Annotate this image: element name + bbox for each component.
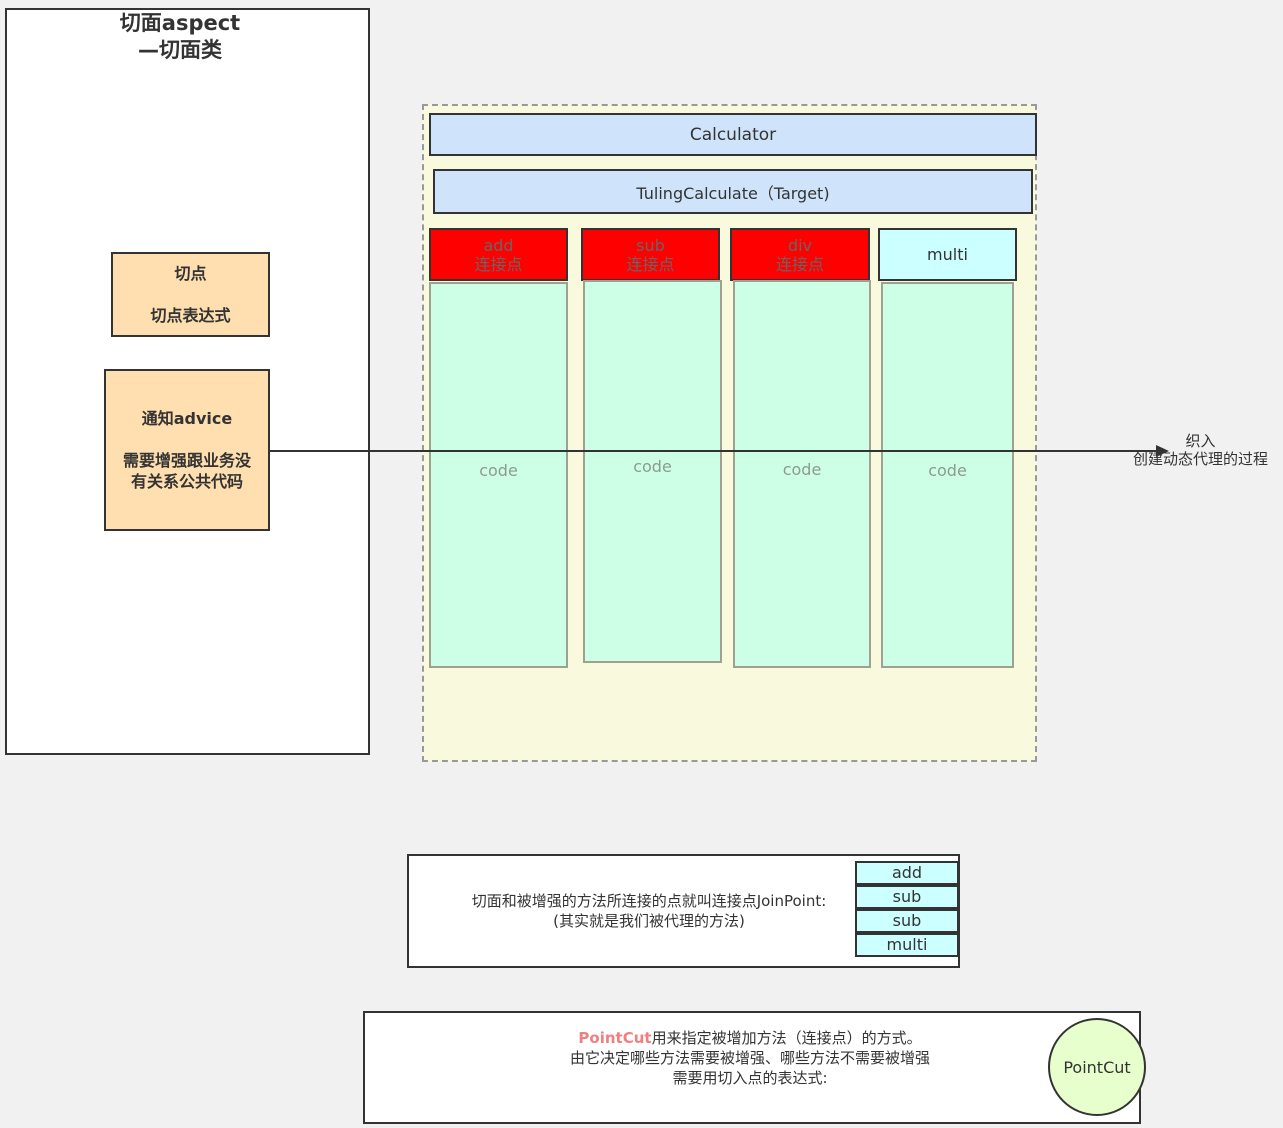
joinpoint-method-list: add sub sub multi (855, 861, 959, 957)
pointcut-circle-label: PointCut (1063, 1057, 1131, 1077)
weave-label-line1: 织入 (1185, 432, 1216, 450)
code-sub-label: code (633, 457, 672, 476)
weave-arrow-line (269, 450, 1164, 452)
advice-box: 通知advice 需要增强跟业务没有关系公共代码 (104, 369, 270, 531)
pointcut-note-line1-rest: 用来指定被增加方法（连接点）的方式。 (651, 1029, 922, 1047)
code-column-add: code (429, 282, 568, 668)
method-add-tag: 连接点 (474, 254, 523, 274)
joinpoint-item: sub (855, 909, 959, 933)
pointcut-circle: PointCut (1048, 1018, 1146, 1116)
method-add-header: add 连接点 (429, 228, 568, 281)
pointcut-note-box (363, 1011, 1141, 1124)
joinpoint-item: multi (855, 933, 959, 957)
joinpoint-note-line1: 切面和被增强的方法所连接的点就叫连接点JoinPoint: (471, 892, 827, 910)
weave-label-line2: 创建动态代理的过程 (1132, 450, 1268, 468)
pointcut-highlight: PointCut (578, 1029, 652, 1047)
joinpoint-item: sub (855, 885, 959, 909)
aspect-title: 切面aspect —切面类 (5, 10, 355, 64)
joinpoint-note-line2: (其实就是我们被代理的方法) (553, 912, 745, 930)
method-sub-header: sub 连接点 (581, 228, 720, 281)
pointcut-box: 切点 切点表达式 (111, 252, 270, 337)
code-column-multi: code (881, 282, 1014, 668)
weave-arrow-head-icon (1156, 445, 1169, 457)
advice-title: 通知advice (141, 409, 233, 428)
method-add-name: add (483, 235, 514, 255)
pointcut-note-line1: PointCut用来指定被增加方法（连接点）的方式。 (520, 1028, 980, 1048)
advice-description: 需要增强跟业务没有关系公共代码 (122, 451, 251, 491)
pointcut-note-line3: 需要用切入点的表达式: (672, 1069, 828, 1087)
method-div-name: div (787, 235, 813, 255)
pointcut-note-line2: 由它决定哪些方法需要被增强、哪些方法不需要被增强 (569, 1049, 930, 1067)
method-multi-name: multi (927, 245, 968, 264)
code-add-label: code (479, 460, 518, 480)
method-div-header: div 连接点 (730, 228, 870, 281)
weave-label: 织入 创建动态代理的过程 (1118, 432, 1283, 468)
code-column-sub: code (583, 280, 722, 663)
aspect-title-line1: 切面aspect (119, 11, 241, 35)
calculator-class-bar: Calculator (429, 113, 1037, 156)
method-sub-tag: 连接点 (626, 254, 675, 274)
pointcut-note-text: PointCut用来指定被增加方法（连接点）的方式。 由它决定哪些方法需要被增强… (520, 1028, 980, 1088)
target-label: TulingCalculate（Target) (636, 183, 830, 203)
code-div-label: code (782, 459, 822, 479)
target-class-bar: TulingCalculate（Target) (433, 169, 1033, 214)
method-div-tag: 连接点 (775, 254, 824, 274)
method-sub-name: sub (636, 235, 665, 255)
pointcut-label: 切点 (174, 264, 207, 283)
joinpoint-note-text: 切面和被增强的方法所连接的点就叫连接点JoinPoint: (其实就是我们被代理… (448, 891, 850, 931)
code-column-div: code (733, 280, 871, 668)
code-multi-label: code (928, 460, 967, 480)
pointcut-expression-label: 切点表达式 (150, 306, 231, 325)
joinpoint-item: add (855, 861, 959, 885)
calculator-label: Calculator (689, 124, 777, 145)
method-multi-header: multi (878, 228, 1017, 281)
aspect-title-line2: —切面类 (138, 38, 222, 62)
